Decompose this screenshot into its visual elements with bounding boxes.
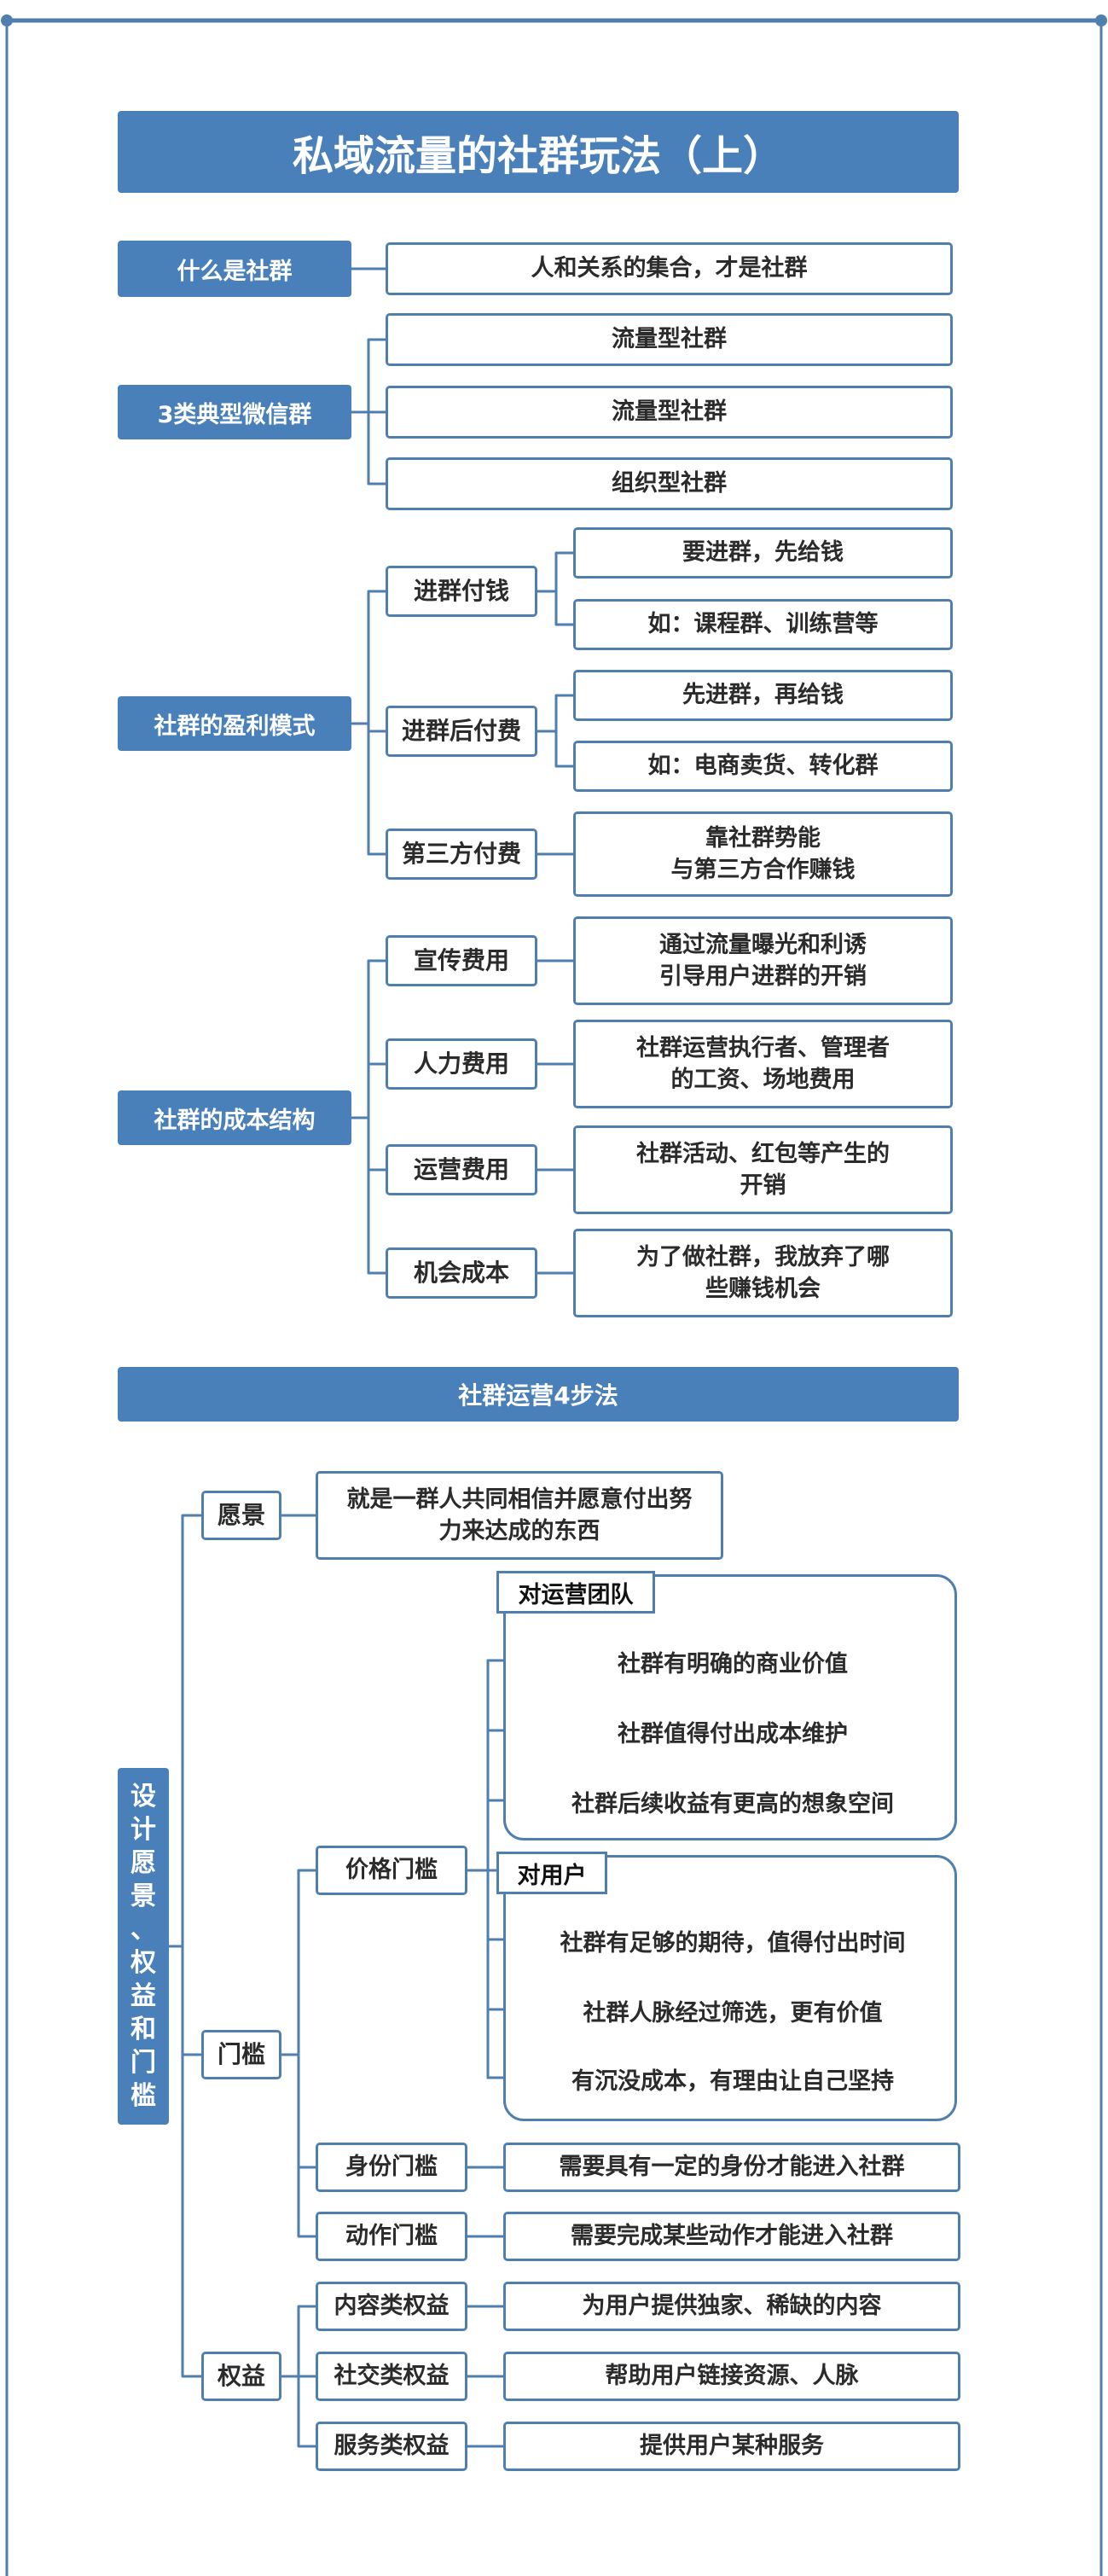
- profit-branch: 进群后付费: [386, 706, 537, 757]
- rights-type: 社交类权益: [316, 2352, 467, 2401]
- team-item: 社群后续收益有更高的想象空间: [571, 1791, 894, 1817]
- cost-branch: 人力费用: [386, 1038, 537, 1090]
- team-group-label: 对运营团队: [496, 1571, 655, 1614]
- profit-item: 如：电商卖货、转化群: [573, 741, 953, 792]
- type-box: 流量型社群: [386, 386, 953, 439]
- section-banner: 社群运营4步法: [118, 1367, 959, 1422]
- category-cost-structure: 社群的成本结构: [118, 1090, 351, 1145]
- vertical-char: 槛: [131, 2081, 156, 2111]
- rights-type: 内容类权益: [316, 2282, 467, 2331]
- rights-text: 帮助用户链接资源、人脉: [503, 2352, 960, 2401]
- rights-text: 为用户提供独家、稀缺的内容: [503, 2282, 960, 2331]
- vertical-char: 愿: [131, 1848, 156, 1878]
- vertical-char: 、: [131, 1915, 156, 1945]
- user-item: 有沉没成本，有理由让自己坚持: [571, 2068, 894, 2095]
- category-what-is-community: 什么是社群: [118, 241, 351, 297]
- frame-dot-left: [1, 15, 13, 26]
- identity-threshold-label: 身份门槛: [316, 2143, 467, 2192]
- team-item: 社群有明确的商业价值: [618, 1651, 848, 1678]
- threshold-label: 门槛: [201, 2030, 281, 2079]
- price-threshold-label: 价格门槛: [316, 1846, 467, 1895]
- identity-threshold-text: 需要具有一定的身份才能进入社群: [503, 2143, 960, 2192]
- type-box: 组织型社群: [386, 457, 953, 510]
- vertical-char: 门: [131, 2048, 156, 2078]
- vision-label: 愿景: [201, 1491, 281, 1540]
- page-title: 私域流量的社群玩法（上）: [118, 111, 959, 193]
- user-item: 社群有足够的期待，值得付出时间: [560, 1930, 906, 1957]
- cost-item: 社群活动、红包等产生的 开销: [573, 1125, 953, 1214]
- category-profit-model: 社群的盈利模式: [118, 696, 351, 751]
- rights-label: 权益: [201, 2352, 281, 2401]
- team-group: [503, 1574, 957, 1840]
- cost-item: 通过流量曝光和利诱 引导用户进群的开销: [573, 916, 953, 1005]
- category-community-types: 3类典型微信群: [118, 385, 351, 439]
- user-group-label: 对用户: [496, 1852, 607, 1894]
- vision-text: 就是一群人共同相信并愿意付出努 力来达成的东西: [316, 1471, 723, 1560]
- vertical-char: 和: [131, 2015, 156, 2044]
- profit-item: 要进群，先给钱: [573, 527, 953, 579]
- vertical-char: 设: [131, 1782, 156, 1811]
- action-threshold-label: 动作门槛: [316, 2212, 467, 2261]
- profit-item: 靠社群势能 与第三方合作赚钱: [573, 811, 953, 897]
- profit-branch: 第三方付费: [386, 829, 537, 880]
- cost-item: 社群运营执行者、管理者 的工资、场地费用: [573, 1020, 953, 1108]
- type-box: 流量型社群: [386, 313, 953, 366]
- cost-item: 为了做社群，我放弃了哪 些赚钱机会: [573, 1229, 953, 1317]
- profit-item: 如：课程群、训练营等: [573, 599, 953, 650]
- team-item: 社群值得付出成本维护: [618, 1721, 848, 1747]
- definition-box: 人和关系的集合，才是社群: [386, 242, 953, 295]
- cost-branch: 机会成本: [386, 1247, 537, 1299]
- rights-type: 服务类权益: [316, 2422, 467, 2471]
- user-group: [503, 1855, 957, 2121]
- vertical-char: 权: [131, 1948, 156, 1978]
- vertical-char: 景: [131, 1881, 156, 1911]
- vertical-char: 益: [131, 1981, 156, 2011]
- rights-text: 提供用户某种服务: [503, 2422, 960, 2471]
- profit-branch: 进群付钱: [386, 566, 537, 617]
- cost-branch: 运营费用: [386, 1144, 537, 1195]
- profit-item: 先进群，再给钱: [573, 670, 953, 721]
- cost-branch: 宣传费用: [386, 935, 537, 986]
- vertical-label: 设 计 愿 景 、 权 益 和 门 槛: [118, 1768, 169, 2125]
- frame-dot-right: [1095, 15, 1107, 26]
- action-threshold-text: 需要完成某些动作才能进入社群: [503, 2212, 960, 2261]
- vertical-char: 计: [131, 1815, 156, 1845]
- user-item: 社群人脉经过筛选，更有价值: [583, 2000, 883, 2026]
